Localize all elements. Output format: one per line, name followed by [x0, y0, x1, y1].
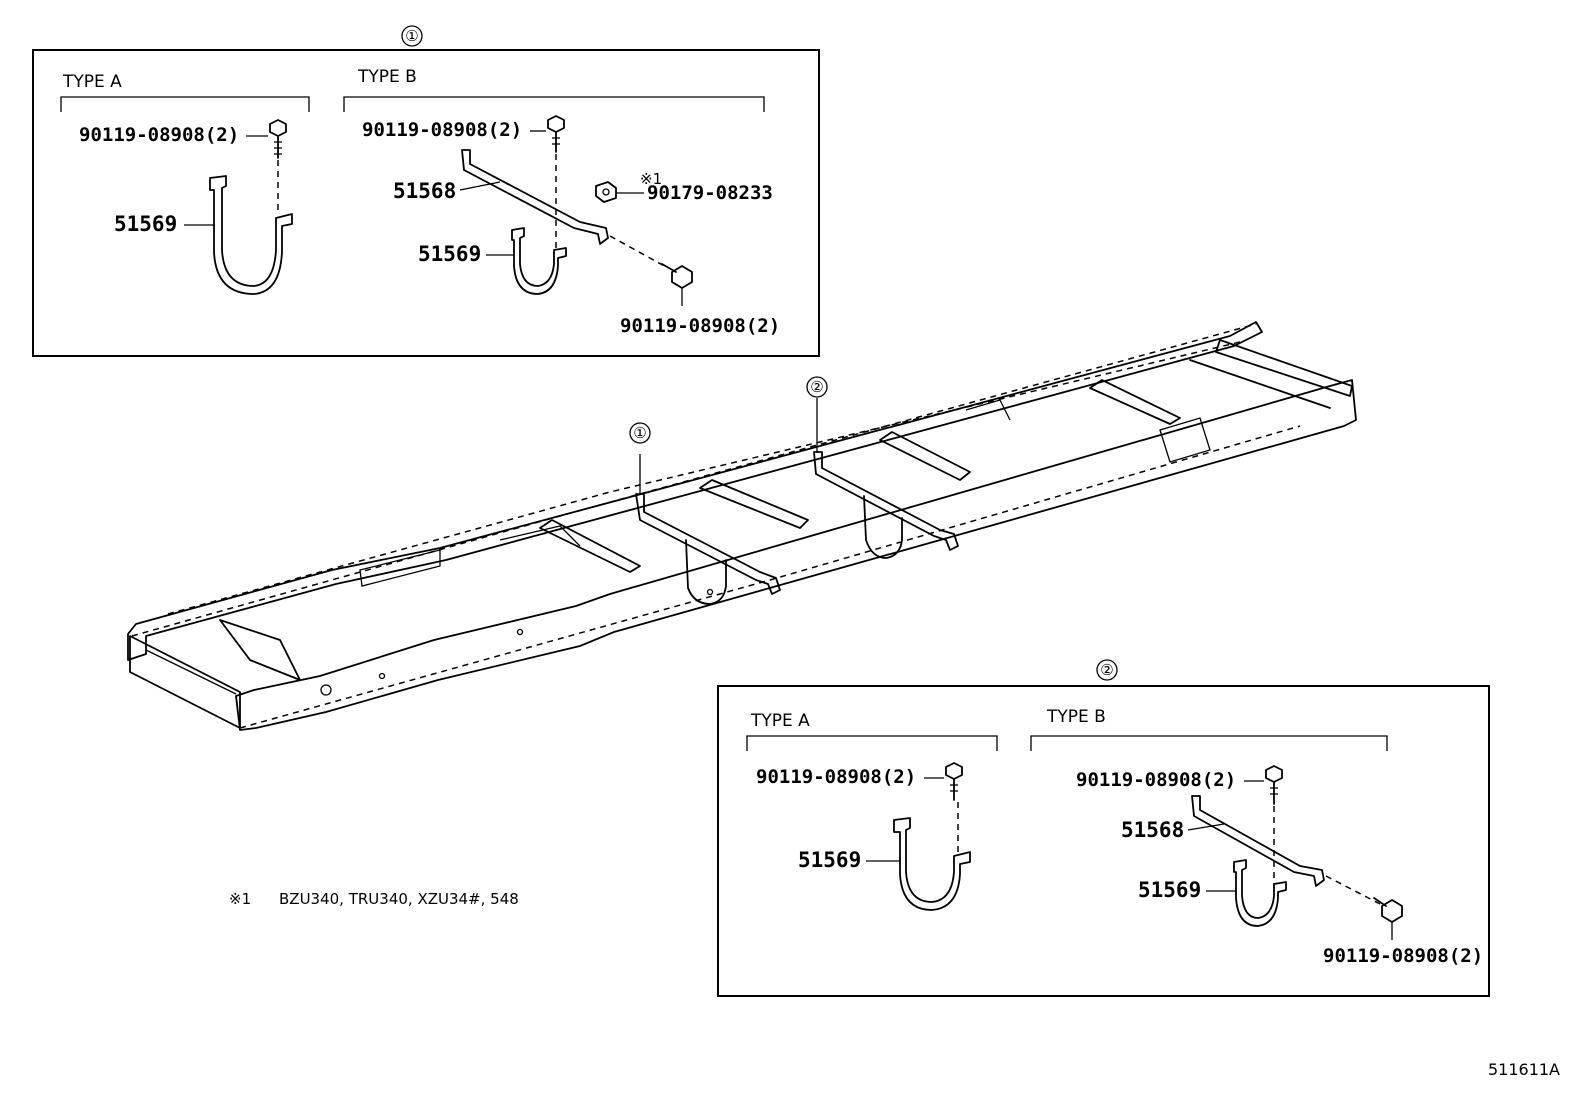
section-1-type-b-label: TYPE B [357, 67, 417, 87]
section-1-box [32, 49, 820, 357]
bolt-icon [269, 119, 287, 159]
footnote-text: BZU340, TRU340, XZU34#, 548 [279, 890, 519, 908]
frame-callout-2: ② [810, 378, 823, 396]
section-2-type-b-bracket-label: 51569 [1138, 878, 1201, 902]
section-1-type-a-bolt-label: 90119-08908(2) [79, 124, 239, 146]
flange-bolt-icon [1373, 897, 1403, 940]
section-1-type-b-nut-mark: ※1 [640, 170, 662, 188]
u-bracket-icon [1233, 859, 1287, 927]
section-1-type-b-bracket-line [343, 96, 765, 112]
section-2-type-a: TYPE A 90119-08908(2) 51569 [746, 711, 998, 911]
frame-callout-2-circle [806, 376, 828, 398]
u-bracket-icon [511, 227, 567, 295]
section-1-type-b-bar-label: 51568 [393, 179, 456, 203]
diagram-id: 511611A [1488, 1060, 1560, 1079]
section-2-type-b-label: TYPE B [1046, 707, 1106, 727]
chassis-frame: ① ② [127, 321, 1357, 731]
frame-callout-1: ① [633, 424, 646, 442]
bolt-icon [945, 762, 963, 801]
u-bracket-icon [209, 175, 293, 295]
section-2-callout: ② [1100, 661, 1113, 679]
section-2-type-a-bracket-label: 51569 [798, 848, 861, 872]
bolt-icon [1265, 765, 1283, 805]
nut-icon [595, 181, 617, 203]
frame-bracket-2-icon [813, 398, 959, 559]
section-1-callout: ① [405, 27, 418, 45]
footnote-mark: ※1 [229, 890, 251, 908]
bolt-icon [547, 115, 565, 153]
section-2-type-b-bracket-line [1030, 735, 1388, 751]
u-bracket-icon [893, 817, 971, 911]
section-1-type-b-nut-label: 90179-08233 [647, 182, 773, 204]
section-1-type-b-bolt-bottom-label: 90119-08908(2) [620, 315, 780, 337]
section-2-type-b-bolt-top-label: 90119-08908(2) [1076, 769, 1236, 791]
section-2-type-b: TYPE B 90119-08908(2) 51568 51569 [1030, 707, 1483, 967]
section-1-callout-circle [401, 25, 423, 47]
section-1-type-a-label: TYPE A [62, 72, 122, 92]
support-bar-icon [461, 149, 609, 245]
section-2: ② TYPE A 90119-08908(2) 51569 TYPE B [717, 659, 1490, 997]
section-1: ① TYPE A 90119-08908(2) 51569 [32, 25, 820, 357]
section-1-type-a-bracket-line [60, 96, 310, 112]
section-2-type-a-bracket-line [746, 735, 998, 751]
section-1-type-b-bracket-label: 51569 [418, 242, 481, 266]
frame-bracket-1-icon [635, 454, 781, 605]
section-1-type-b: TYPE B 90119-08908(2) 51568 ※1 [343, 67, 780, 337]
section-2-type-a-bolt-label: 90119-08908(2) [756, 766, 916, 788]
section-1-type-a: TYPE A 90119-08908(2) 51569 [60, 72, 310, 295]
frame-callout-1-circle [629, 422, 651, 444]
section-2-box [717, 685, 1490, 997]
section-2-callout-circle [1096, 659, 1118, 681]
section-1-type-a-bracket-label: 51569 [114, 212, 177, 236]
flange-bolt-icon [661, 263, 693, 306]
section-1-type-b-bolt-top-label: 90119-08908(2) [362, 119, 522, 141]
support-bar-icon [1191, 795, 1325, 887]
section-2-type-b-bolt-bottom-label: 90119-08908(2) [1323, 945, 1483, 967]
footnote: ※1 BZU340, TRU340, XZU34#, 548 [229, 890, 519, 908]
section-2-type-a-label: TYPE A [750, 711, 810, 731]
section-2-type-b-bar-label: 51568 [1121, 818, 1184, 842]
